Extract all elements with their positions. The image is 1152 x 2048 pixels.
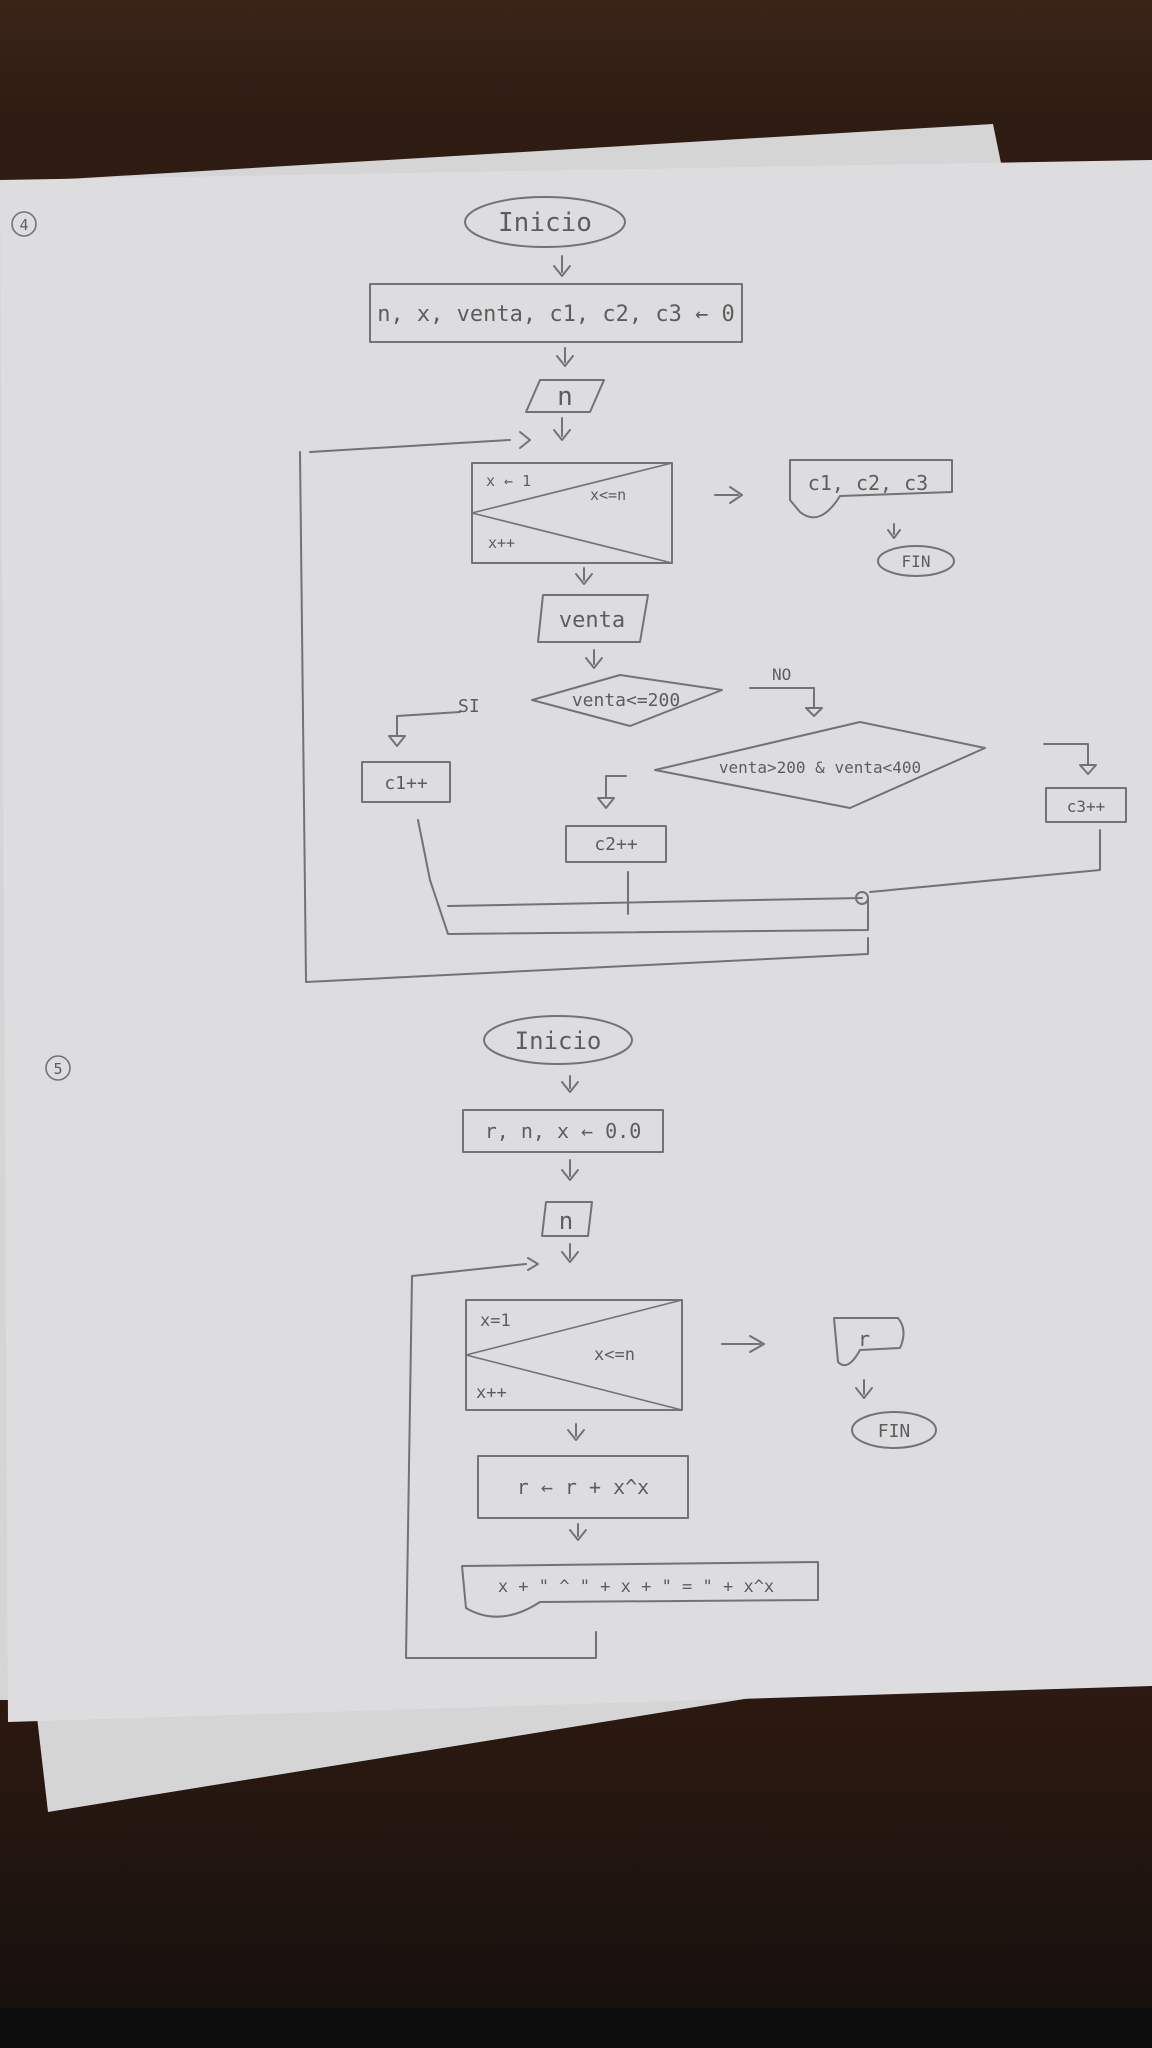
end-label: FIN <box>878 1421 911 1442</box>
loop-step-label: x++ <box>488 534 515 552</box>
flow-arrow <box>567 1423 585 1441</box>
c1-increment-label: c1++ <box>384 773 428 794</box>
exit-arrow <box>714 486 743 504</box>
print-label: x + " ^ " + x + " = " + x^x <box>498 1577 774 1597</box>
loop-init-label: x=1 <box>480 1311 511 1331</box>
exercise-number: 5 <box>53 1060 62 1078</box>
c2-increment-box <box>565 825 667 863</box>
connector-circle <box>855 891 869 905</box>
merge-line-c3 <box>869 829 1101 893</box>
assign-label: r ← r + x^x <box>517 1475 649 1499</box>
loop-cond-label: x<=n <box>590 486 626 504</box>
output-label: r <box>858 1327 870 1351</box>
exercise-number-circle <box>45 1055 71 1081</box>
flowchart-5: 5 Inicio r, n, x ← 0.0 n x=1 x<=n x++ r … <box>45 1015 937 1659</box>
exit-arrow <box>721 1335 765 1353</box>
print-document <box>461 1561 819 1618</box>
yes-label: SI <box>458 696 480 717</box>
loop-back-line <box>405 1275 597 1659</box>
flow-arrow <box>575 567 593 585</box>
input-n-parallelogram <box>525 379 605 413</box>
loop-return-line <box>309 439 511 453</box>
input-n-label: n <box>559 1207 573 1235</box>
start-label: Inicio <box>515 1027 602 1055</box>
merge-line-mid <box>447 897 863 907</box>
init-process-box <box>462 1109 664 1153</box>
start-label: Inicio <box>498 208 592 238</box>
yes-branch-line <box>396 711 461 736</box>
flow-arrow <box>561 1075 579 1093</box>
merge-line <box>417 819 869 935</box>
flow-arrow <box>597 797 615 809</box>
flow-arrow <box>585 649 603 669</box>
front-paper-sheet <box>0 160 1152 1722</box>
input-n-label: n <box>557 382 573 412</box>
flow-arrow <box>388 735 406 747</box>
input-n-parallelogram <box>541 1201 593 1237</box>
end-terminal <box>877 545 955 577</box>
output-document <box>833 1317 905 1366</box>
loop-back-line <box>299 451 869 983</box>
c3-branch-line <box>1043 743 1089 766</box>
loop-box-diagonals <box>471 462 673 564</box>
no-branch-line <box>749 687 815 709</box>
output-label: c1, c2, c3 <box>808 471 928 495</box>
output-document <box>789 459 953 519</box>
no-label: NO <box>772 665 791 684</box>
loop-return-line <box>411 1263 527 1277</box>
start-terminal <box>464 196 626 248</box>
flow-arrow <box>855 1379 873 1399</box>
init-label: n, x, venta, c1, c2, c3 ← 0 <box>377 302 735 327</box>
input-venta-label: venta <box>559 608 625 633</box>
loop-step-label: x++ <box>476 1383 507 1403</box>
init-process-box <box>369 283 743 343</box>
flow-arrow <box>561 1159 579 1181</box>
decision-1-label: venta<=200 <box>572 690 680 711</box>
flow-arrow <box>519 417 571 449</box>
start-terminal <box>483 1015 633 1065</box>
input-venta-box <box>537 594 649 643</box>
flow-arrow <box>1079 764 1097 775</box>
c3-increment-label: c3++ <box>1067 797 1106 816</box>
flow-arrow <box>887 523 901 539</box>
flow-arrow <box>556 347 574 367</box>
exercise-number-circle <box>11 211 37 237</box>
decision-1-diamond <box>531 674 723 727</box>
loop-box-diagonals <box>465 1299 683 1411</box>
flow-arrow <box>805 707 823 717</box>
end-label: FIN <box>902 552 931 571</box>
flow-arrow <box>527 1243 579 1271</box>
c1-increment-box <box>361 761 451 803</box>
c3-increment-box <box>1045 787 1127 823</box>
loop-init-label: x ← 1 <box>486 472 531 490</box>
flowchart-4: 4 Inicio n, x, venta, c1, c2, c3 ← 0 n x… <box>11 196 1127 983</box>
c2-increment-label: c2++ <box>594 834 638 855</box>
init-label: r, n, x ← 0.0 <box>485 1119 642 1143</box>
decision-2-diamond <box>654 721 986 809</box>
bottom-shadow-strip <box>0 2008 1152 2048</box>
assign-process-box <box>477 1455 689 1519</box>
c2-branch-line <box>605 775 627 799</box>
flow-arrow <box>569 1523 587 1541</box>
decision-2-label: venta>200 & venta<400 <box>719 758 921 777</box>
flow-arrow <box>553 255 571 277</box>
loop-cond-label: x<=n <box>594 1345 635 1365</box>
exercise-number: 4 <box>19 216 28 234</box>
end-terminal <box>851 1411 937 1449</box>
